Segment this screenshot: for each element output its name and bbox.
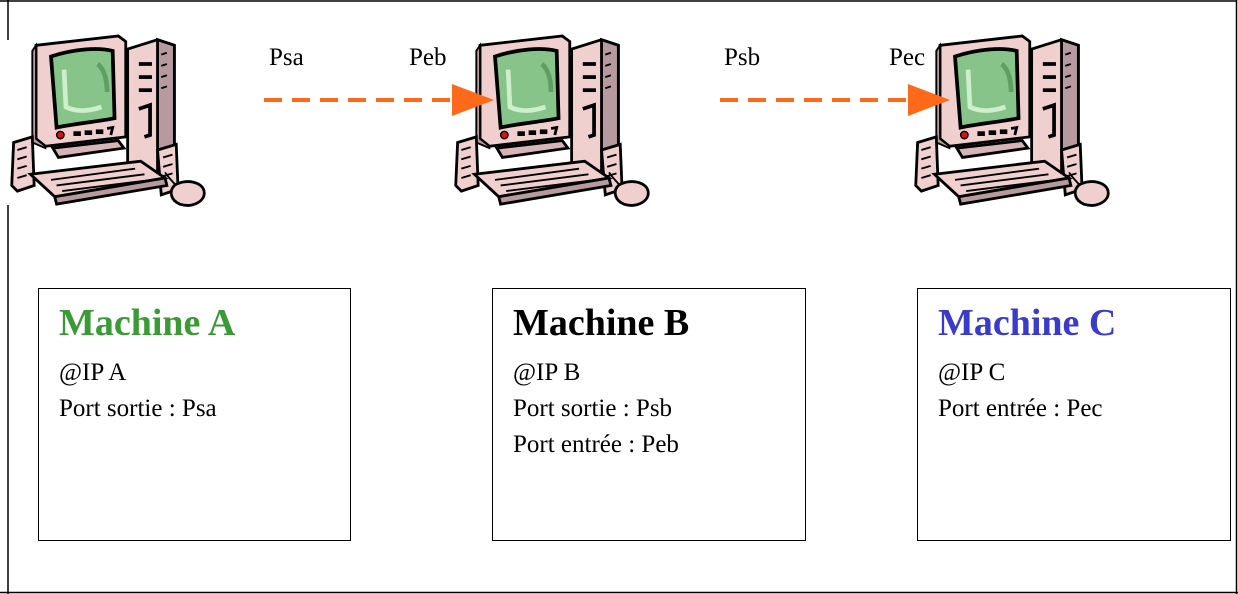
arrow-icon-a-to-b bbox=[264, 84, 494, 116]
port-label-peb: Peb bbox=[409, 44, 447, 71]
machine-a-title: Machine A bbox=[59, 302, 236, 344]
machine-b-box: Machine B @IP B Port sortie : Psb Port e… bbox=[492, 288, 806, 541]
machine-b-title: Machine B bbox=[513, 302, 690, 344]
machine-c-box: Machine C @IP C Port entrée : Pec bbox=[917, 288, 1231, 541]
machine-a-box: Machine A @IP A Port sortie : Psa bbox=[38, 288, 351, 541]
computer-icon-machine-a bbox=[8, 26, 208, 216]
machine-a-ip: @IP A bbox=[59, 359, 127, 386]
machine-a-port-1: Port sortie : Psa bbox=[59, 395, 217, 422]
machine-c-ip: @IP C bbox=[938, 359, 1006, 386]
arrow-icon-b-to-c bbox=[720, 84, 950, 116]
machine-b-ip: @IP B bbox=[513, 359, 581, 386]
machine-c-port-1: Port entrée : Pec bbox=[938, 395, 1103, 422]
machine-b-port-1: Port sortie : Psb bbox=[513, 395, 673, 422]
machine-b-port-2: Port entrée : Peb bbox=[513, 431, 679, 458]
machine-c-title: Machine C bbox=[938, 302, 1117, 344]
port-label-pec: Pec bbox=[889, 44, 926, 71]
port-label-psb: Psb bbox=[724, 44, 761, 71]
port-label-psa: Psa bbox=[269, 44, 304, 71]
